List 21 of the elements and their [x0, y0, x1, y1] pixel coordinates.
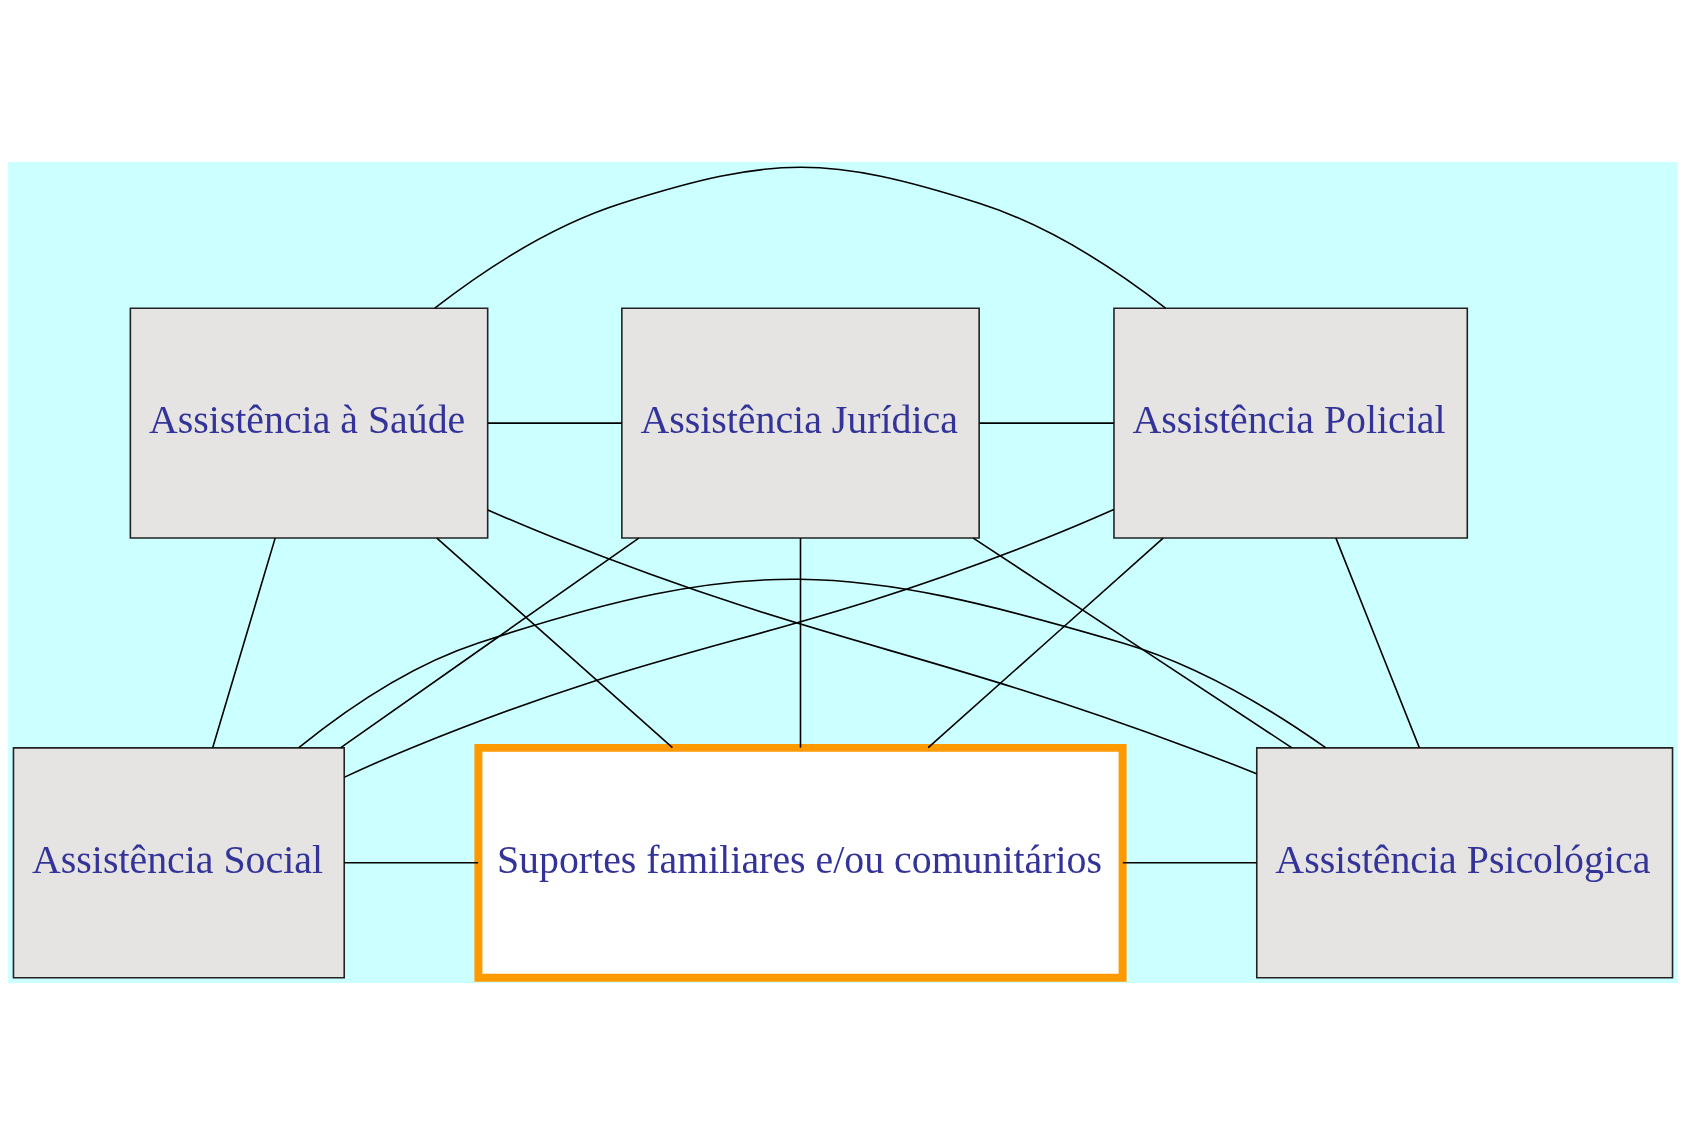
node-box: Assistência Psicológica — [1255, 746, 1674, 978]
connector — [978, 421, 1115, 424]
connector — [1122, 861, 1258, 864]
connector — [433, 166, 1167, 309]
connector — [1335, 536, 1421, 748]
connector — [298, 578, 1327, 748]
connector — [487, 421, 623, 424]
connector — [211, 536, 276, 748]
connector — [799, 536, 802, 748]
node-box: Assistência Social — [12, 746, 345, 978]
node-box: Suportes familiares e/ou comunitários — [474, 743, 1127, 982]
connector — [487, 508, 1258, 774]
node-box: Assistência Policial — [1113, 306, 1469, 539]
node-box: Assistência Jurídica — [621, 306, 980, 539]
connector — [436, 536, 674, 748]
connector — [927, 536, 1164, 748]
node-box: Assistência à Saúde — [129, 306, 489, 539]
connector — [972, 536, 1293, 748]
connector — [343, 861, 479, 864]
connector — [340, 536, 640, 748]
connector — [343, 508, 1115, 778]
